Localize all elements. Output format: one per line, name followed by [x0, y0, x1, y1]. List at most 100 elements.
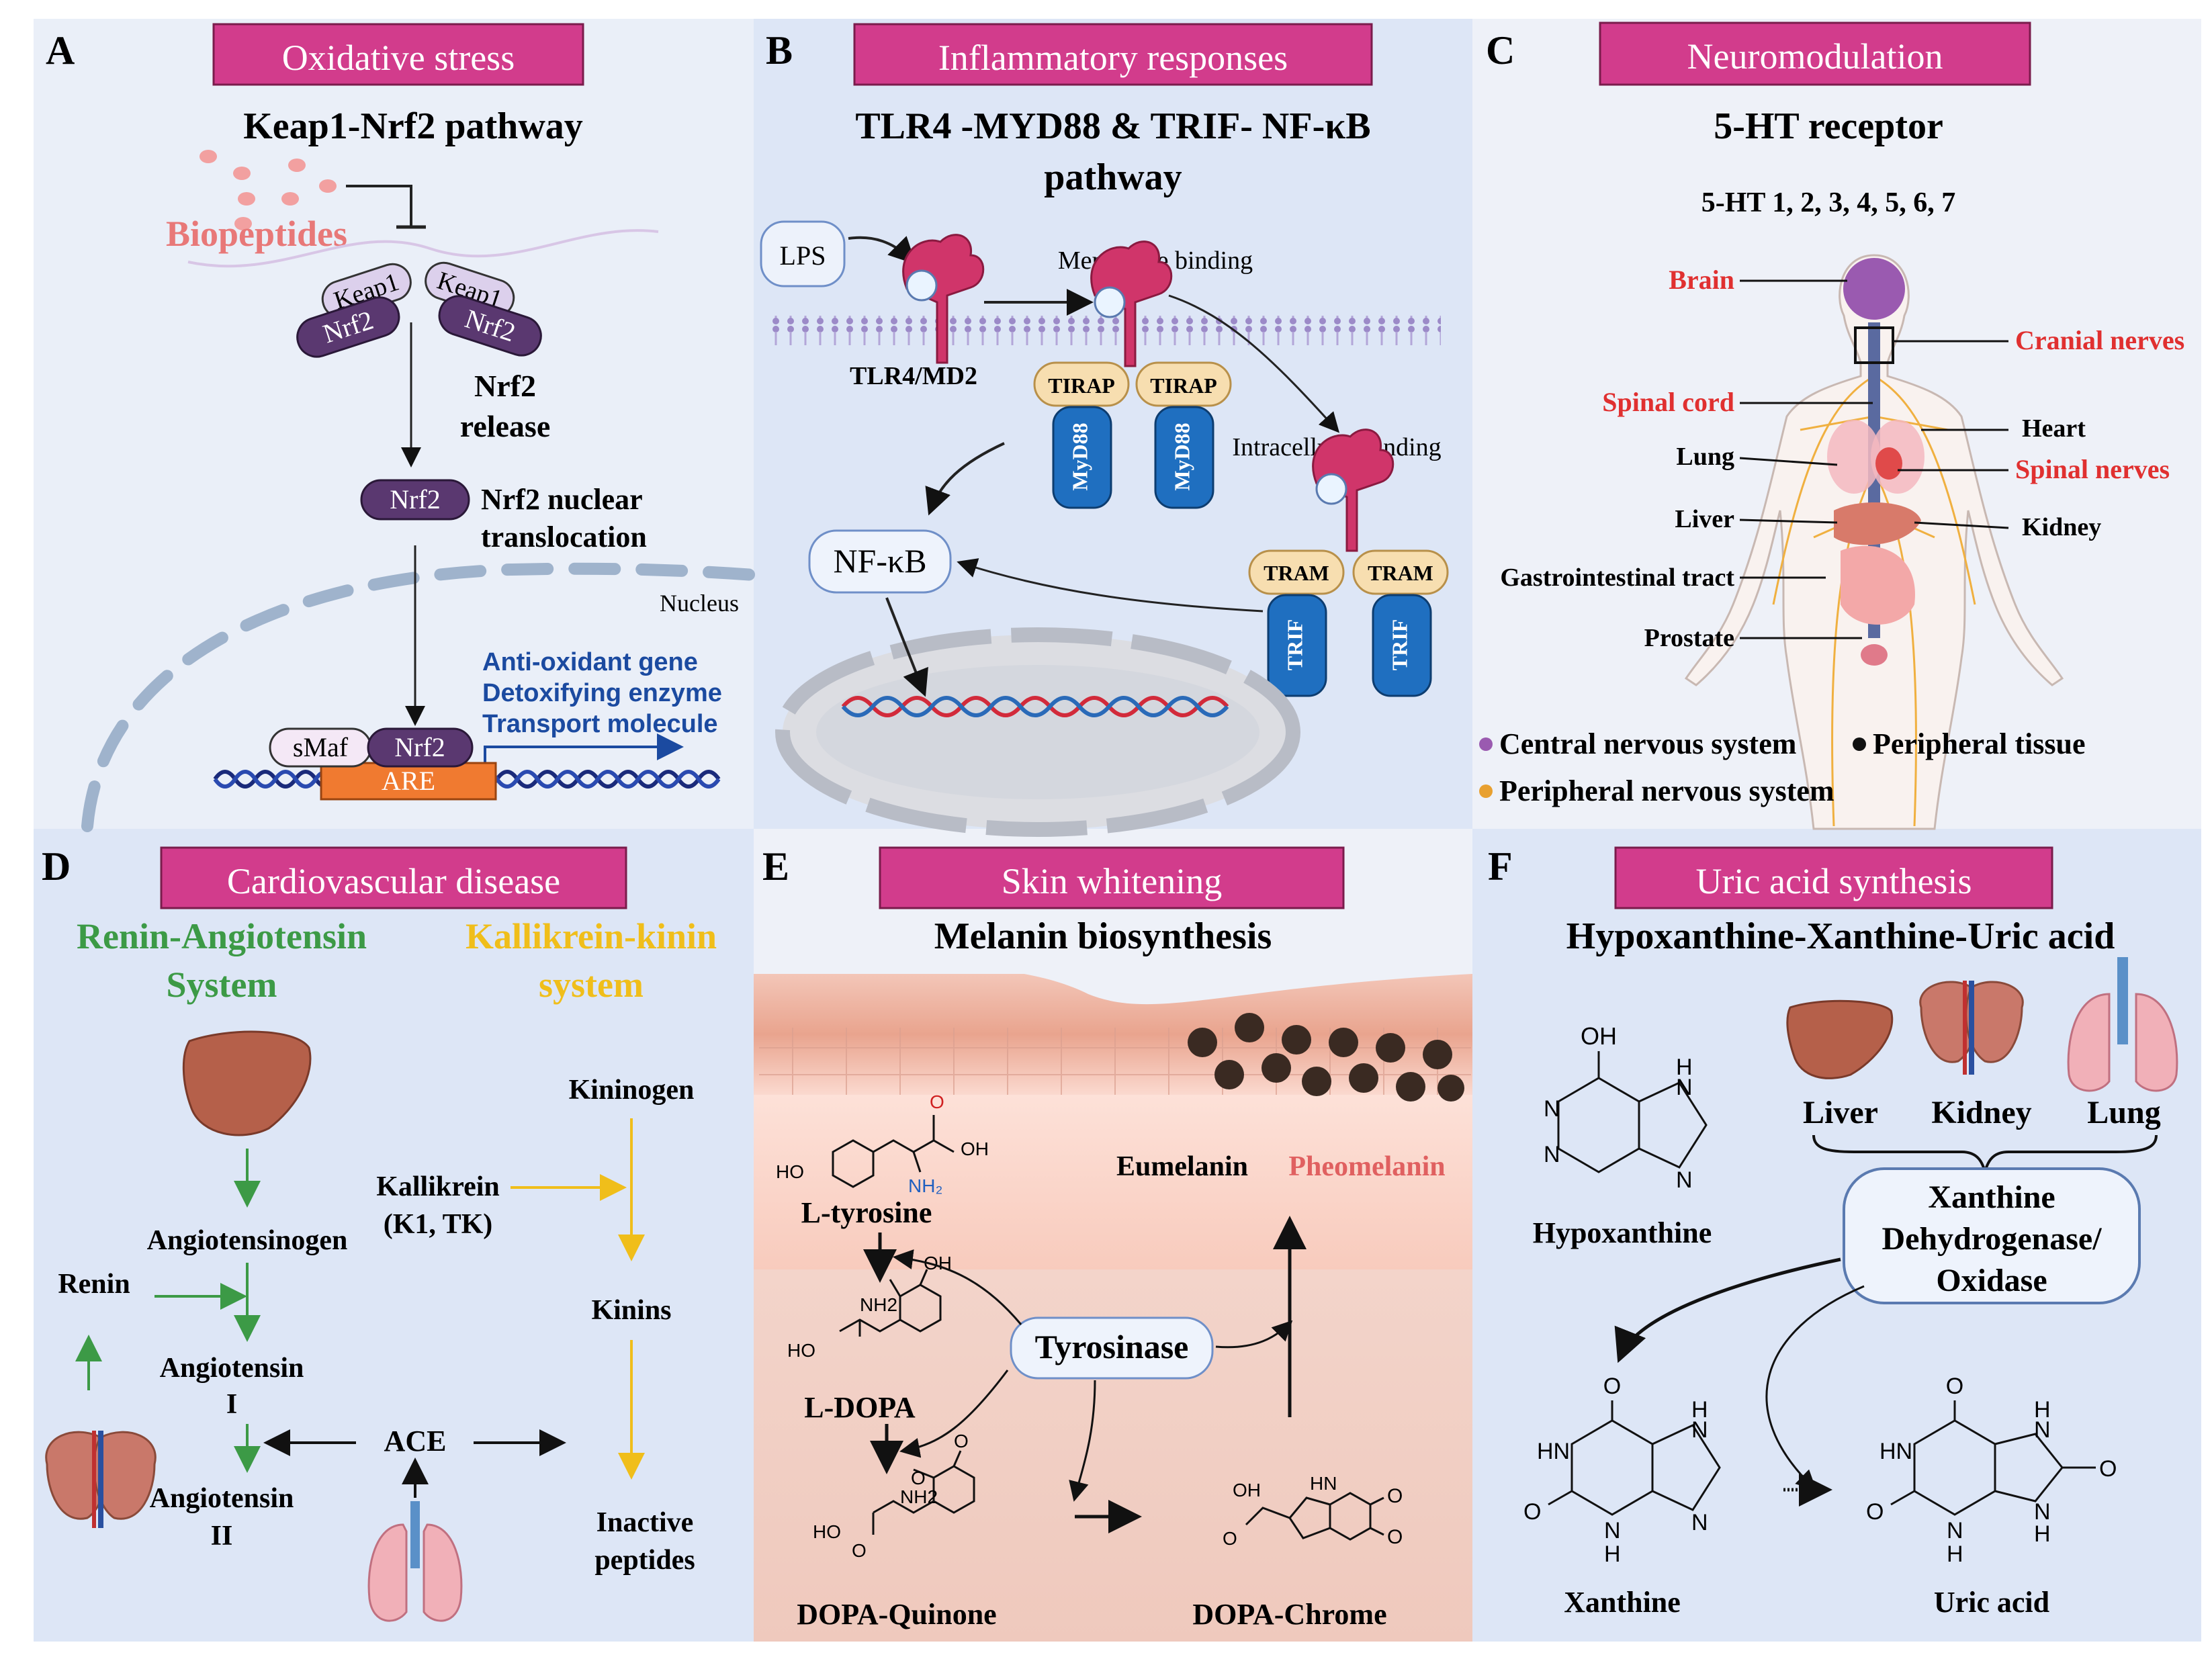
label-lung: Lung [1676, 443, 1734, 471]
hypox-n4: N [1676, 1167, 1693, 1193]
nucleus-boundary [81, 562, 760, 832]
tirap-left-shape [1033, 361, 1130, 407]
panel-a-letter: A [46, 28, 75, 73]
inhibition-line [346, 185, 412, 227]
uric-h3: H [2034, 1521, 2051, 1547]
chrome-hn: HN [1310, 1473, 1337, 1494]
arrow-enzyme-uric [1765, 1285, 1865, 1491]
myd88-right-label: MyD88 [1169, 422, 1194, 490]
panel-b-title-line1: TLR4 -MYD88 & TRIF- NF-κB [855, 105, 1370, 147]
nrf2-left-shape [296, 296, 400, 358]
trif-right-shape [1372, 594, 1432, 697]
uric-h1: H [1947, 1541, 1963, 1567]
hypox-n1: N [1544, 1096, 1560, 1122]
cranial-box [1854, 326, 1894, 364]
enzyme-line1: Xanthine [1928, 1179, 2055, 1215]
nuclear-translocation-line2: translocation [481, 521, 647, 553]
legend-tissue: Peripheral tissue [1873, 727, 2086, 760]
tyr-o: O [930, 1091, 944, 1112]
angiotensin1-line2: I [226, 1389, 237, 1420]
xan-hn: HN [1537, 1439, 1570, 1464]
panel-d-banner-text: Cardiovascular disease [227, 861, 560, 901]
enzyme-box [1843, 1167, 2141, 1304]
kallikrein-line2: (K1, TK) [384, 1209, 493, 1240]
myd88-left-label: MyD88 [1067, 422, 1092, 490]
tyr-ho: HO [776, 1161, 804, 1182]
organ-liver: Liver [1803, 1095, 1878, 1130]
xan-n2: N [1691, 1417, 1708, 1443]
angiotensin2-line2: II [211, 1521, 233, 1552]
cell-boundary-curve [187, 229, 659, 268]
myd88-right-shape [1154, 406, 1214, 509]
arrow-enzyme-xanthine [1614, 1257, 1841, 1363]
tram-left-label: TRAM [1264, 561, 1329, 585]
nrf2-bound-shape [367, 727, 474, 768]
tlr4-receptor-1 [902, 234, 985, 364]
uric-acid-structure [1890, 1400, 2096, 1516]
panel-e-letter: E [762, 844, 789, 889]
panel-d-letter: D [42, 844, 71, 889]
tirap-right-label: TIRAP [1150, 373, 1217, 398]
dopachrome-structure [1245, 1492, 1384, 1541]
quinone-nh2: NH2 [900, 1486, 938, 1507]
panel-e-banner-text: Skin whitening [1002, 861, 1223, 901]
panel-b: B Inflammatory responses TLR4 -MYD88 & T… [760, 23, 1449, 837]
dopachrome-label: DOPA-Chrome [1192, 1598, 1386, 1631]
label-liver: Liver [1675, 505, 1734, 533]
arrow-tyrosinase-2 [899, 1370, 1009, 1458]
kallikrein-line1: Kallikrein [376, 1171, 500, 1202]
angiotensin2-line1: Angiotensin [150, 1483, 294, 1514]
panel-c-subtitle: 5-HT 1, 2, 3, 4, 5, 6, 7 [1701, 187, 1955, 218]
renin-label: Renin [58, 1269, 130, 1300]
inactive-line1: Inactive [596, 1507, 694, 1538]
label-gi: Gastrointestinal tract [1500, 564, 1734, 592]
panel-f-banner-text: Uric acid synthesis [1696, 861, 1972, 901]
arrow-tyrosinase-3 [1069, 1380, 1096, 1502]
angiotensin1-line1: Angiotensin [160, 1353, 304, 1384]
tram-right-shape [1352, 549, 1449, 595]
hypox-oh: OH [1581, 1022, 1617, 1050]
panel-f: F Uric acid synthesis Hypoxanthine-Xanth… [1488, 844, 2178, 1619]
enzyme-line3: Oxidase [1936, 1263, 2047, 1298]
nuclear-translocation-line1: Nrf2 nuclear [481, 483, 643, 516]
tram-right-label: TRAM [1368, 561, 1433, 585]
xan-h2: H [1691, 1397, 1708, 1423]
ltyrosine-structure [832, 1115, 955, 1188]
biopeptides-label: Biopeptides [166, 214, 347, 254]
label-spinal-nerves: Spinal nerves [2015, 454, 2170, 484]
liver-shape [1834, 502, 1921, 545]
arrow-trif-nfkb [957, 558, 1264, 613]
hypox-h: H [1676, 1055, 1693, 1080]
trif-left-label: TRIF [1282, 619, 1307, 670]
uric-n3: N [2034, 1499, 2051, 1525]
lps-label: LPS [780, 240, 826, 271]
lung-icon-f [2067, 957, 2178, 1092]
uric-h2: H [2034, 1397, 2051, 1423]
transcription-arrow [484, 733, 684, 767]
arrow-myd88-nfkb [925, 442, 1005, 516]
label-heart: Heart [2022, 414, 2086, 443]
nrf2-bound-label: Nrf2 [394, 732, 445, 762]
label-cranial-nerves: Cranial nerves [2015, 325, 2184, 355]
dopaquinone-structure [872, 1450, 975, 1535]
quinone-o3: O [852, 1540, 867, 1561]
kinins-label: Kinins [591, 1295, 671, 1326]
ace-label: ACE [384, 1425, 447, 1458]
quinone-ho: HO [813, 1521, 841, 1542]
tyr-oh: OH [961, 1138, 989, 1159]
panel-e: E Skin whitening Melanin biosynthesis HO… [754, 844, 1472, 1642]
uric-hn: HN [1879, 1439, 1912, 1464]
ltyrosine-label: L-tyrosine [801, 1196, 932, 1229]
legend-pns: Peripheral nervous system [1499, 774, 1834, 807]
ras-title-line1: Renin-Angiotensin [77, 916, 367, 956]
skin-dermis [754, 1095, 1472, 1269]
gene-antioxidant: Anti-oxidant gene [482, 648, 698, 676]
nucleus-b [775, 627, 1300, 837]
uric-o1: O [1946, 1374, 1963, 1399]
prostate-shape [1861, 644, 1888, 666]
panel-f-title: Hypoxanthine-Xanthine-Uric acid [1566, 915, 2115, 957]
hypox-n2: N [1544, 1142, 1560, 1167]
tlr4-receptor-2 [1090, 240, 1173, 367]
hypoxanthine-label: Hypoxanthine [1533, 1216, 1712, 1249]
dopa-ho: HO [787, 1340, 815, 1361]
